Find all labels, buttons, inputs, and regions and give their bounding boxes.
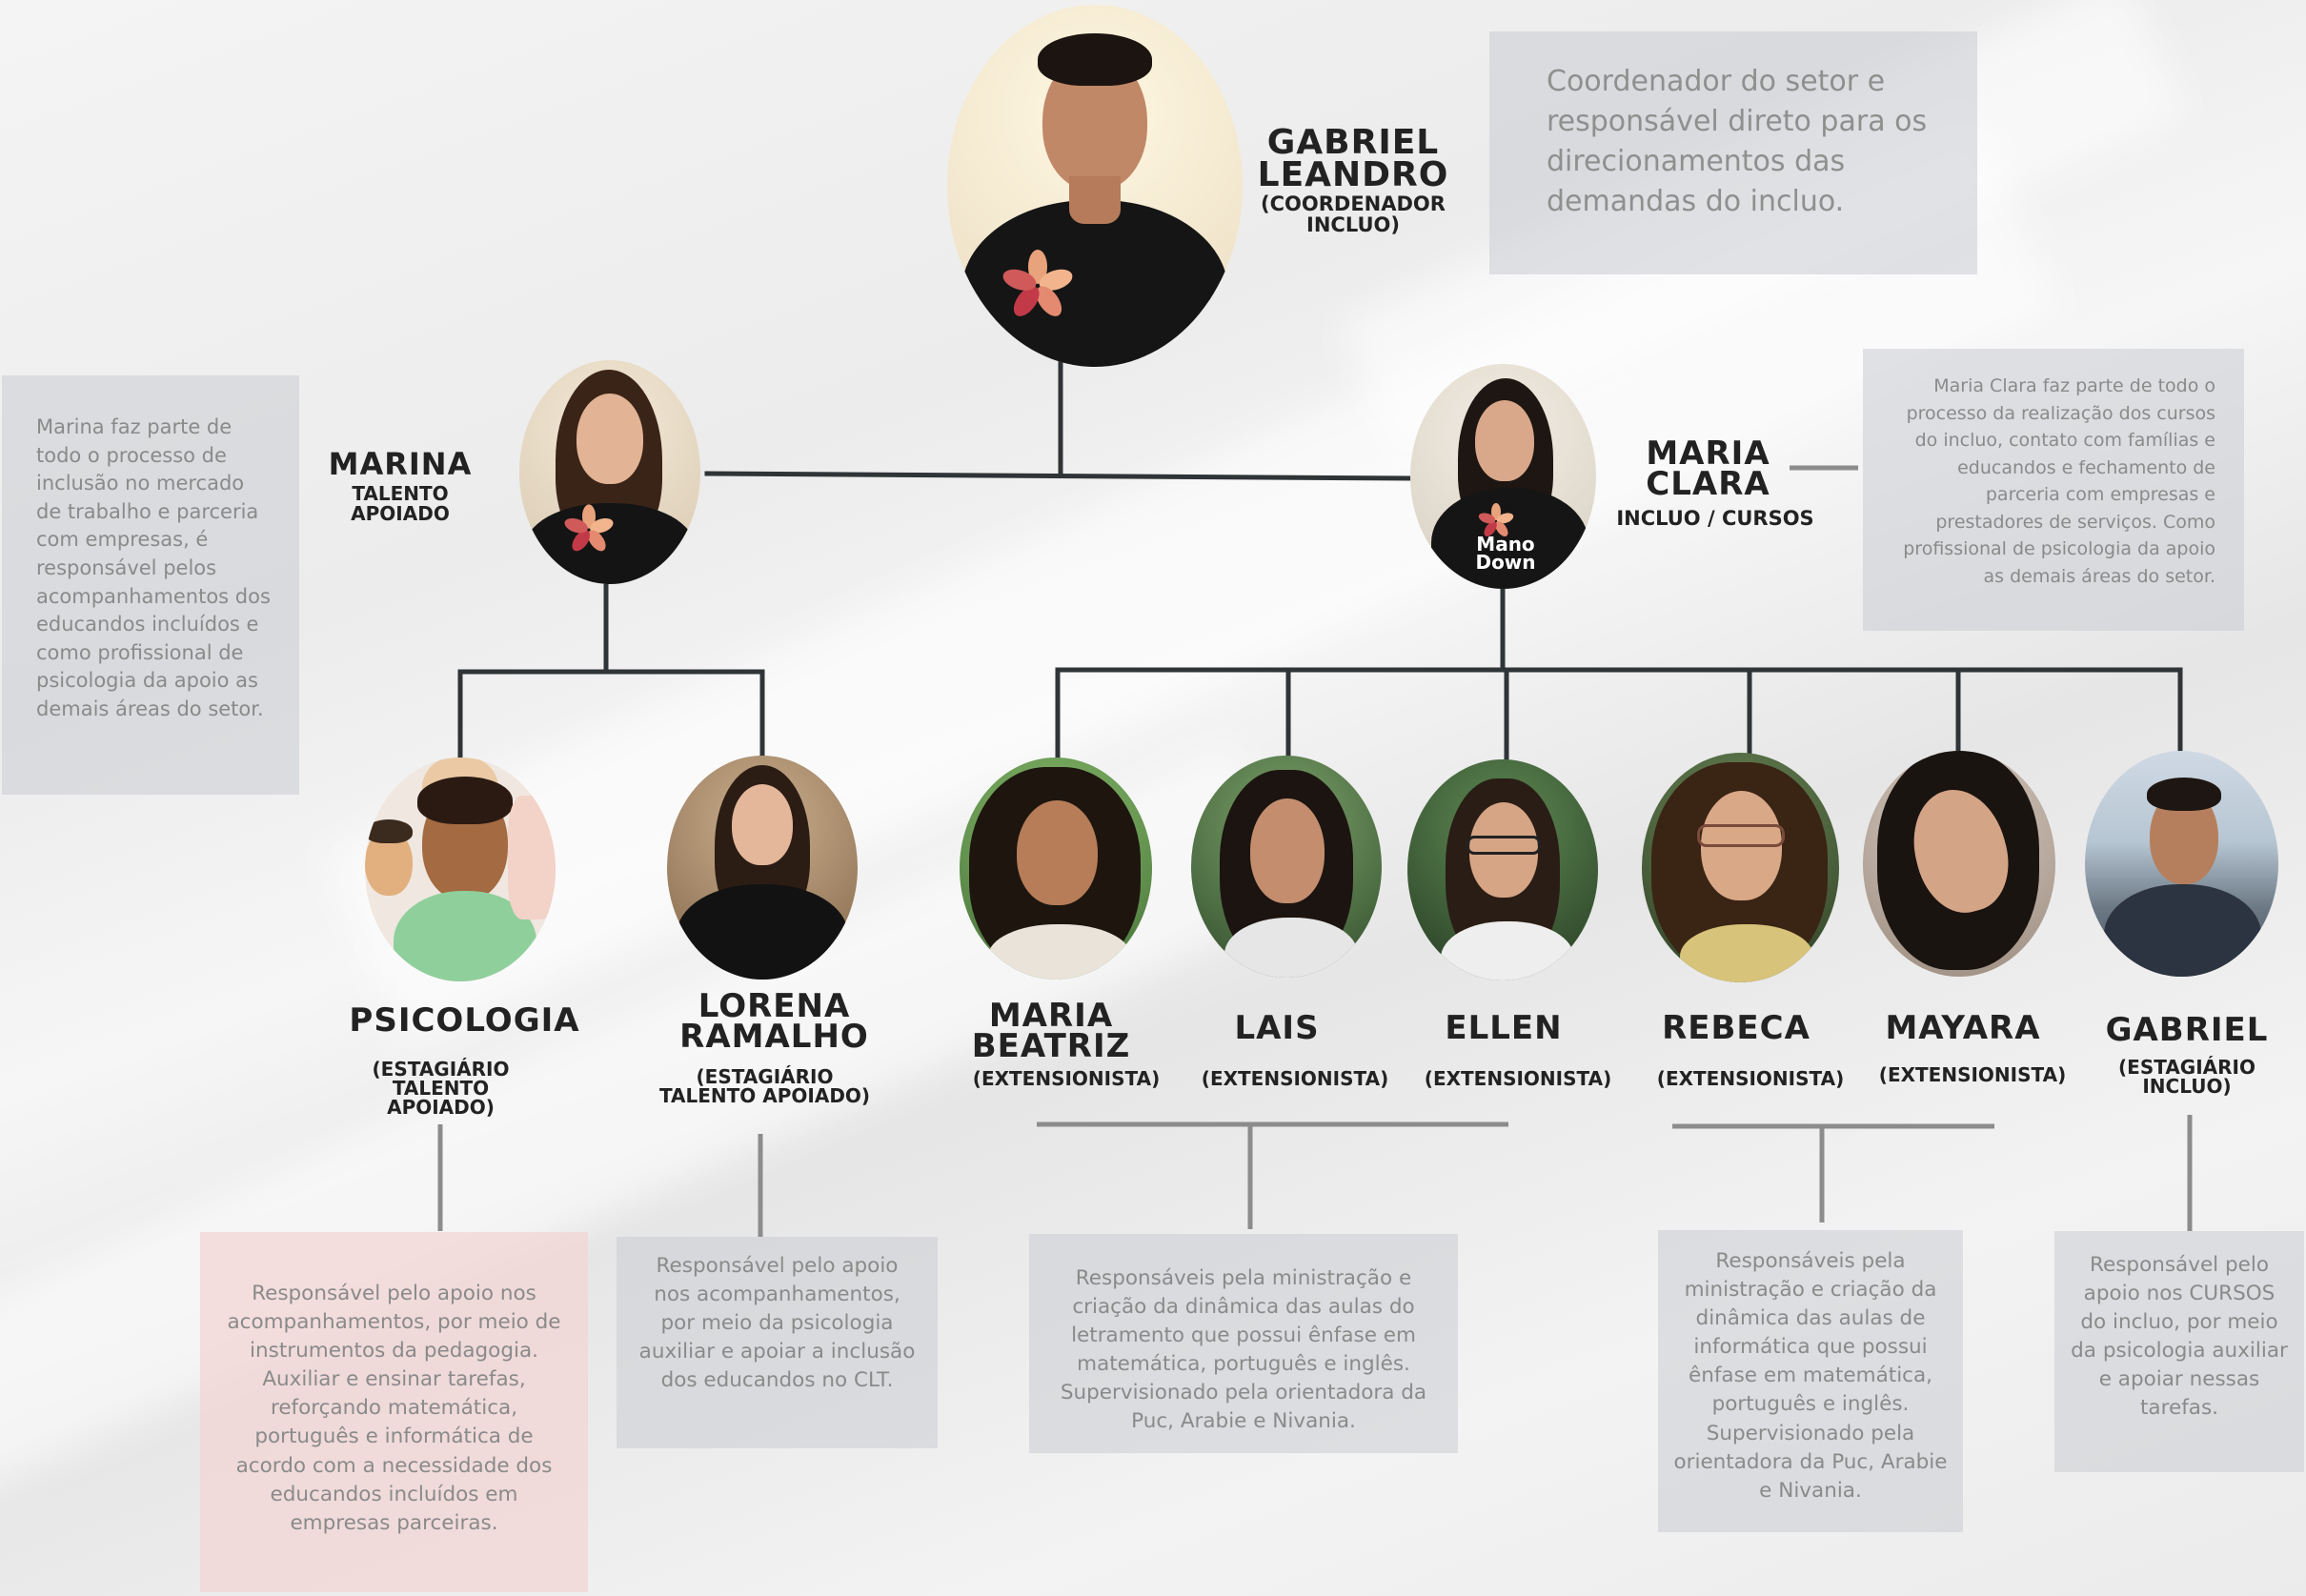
name-psicologia: PSICOLOGIA [349, 1001, 580, 1040]
name-lais: LAIS [1234, 1009, 1320, 1047]
role-lorena: (ESTAGIÁRIO TALENTO APOIADO) [658, 1065, 871, 1107]
photo-marina [519, 360, 700, 584]
desc-coordinator-text: Coordenador do setor e responsável diret… [1547, 65, 1928, 218]
photo-rebeca [1642, 753, 1839, 982]
role-psicologia: (ESTAGIÁRIO TALENTO APOIADO) [372, 1058, 510, 1119]
desc-informatica-text: Responsáveis pela ministração e criação … [1673, 1249, 1948, 1503]
desc-maria-clara: Maria Clara faz parte de todo o processo… [1863, 349, 2244, 631]
name-mayara: MAYARA [1885, 1009, 2041, 1047]
mano-down-logo: Mano Down [1475, 533, 1536, 574]
desc-lorena-text: Responsável pelo apoio nos acompanhament… [638, 1254, 916, 1393]
name-maria-beatriz: MARIA BEATRIZ [971, 997, 1131, 1066]
name-marina: MARINA [328, 446, 473, 482]
photo-gabriel [2085, 751, 2278, 977]
name-gabriel: GABRIEL [2105, 1011, 2269, 1049]
role-gabriel-leandro: (COORDENADOR INCLUO) [1261, 192, 1446, 237]
name-rebeca: REBECA [1662, 1009, 1810, 1047]
desc-maria-clara-text: Maria Clara faz parte de todo o processo… [1903, 375, 2215, 587]
desc-marina: Marina faz parte de todo o processo de i… [2, 375, 299, 795]
desc-lorena: Responsável pelo apoio nos acompanhament… [617, 1237, 938, 1448]
photo-maria-clara: Mano Down [1410, 364, 1596, 589]
desc-marina-text: Marina faz parte de todo o processo de i… [36, 415, 271, 721]
name-gabriel-leandro: GABRIEL LEANDRO [1257, 123, 1449, 195]
desc-letramento-text: Responsáveis pela ministração e criação … [1060, 1266, 1427, 1434]
photo-psicologia [365, 758, 556, 981]
flower-logo-icon [564, 504, 614, 552]
desc-letramento: Responsáveis pela ministração e criação … [1029, 1234, 1458, 1453]
name-maria-clara: MARIA CLARA [1646, 434, 1770, 504]
photo-gabriel-leandro [947, 5, 1243, 367]
desc-psicologia-text: Responsável pelo apoio nos acompanhament… [227, 1282, 561, 1535]
desc-coordinator: Coordenador do setor e responsável diret… [1489, 31, 1977, 274]
role-maria-clara: INCLUO / CURSOS [1616, 507, 1814, 530]
desc-informatica: Responsáveis pela ministração e criação … [1658, 1230, 1963, 1532]
desc-gabriel: Responsável pelo apoio nos CURSOS do inc… [2054, 1231, 2304, 1472]
photo-maria-beatriz [960, 758, 1152, 980]
role-rebeca: (EXTENSIONISTA) [1656, 1067, 1845, 1090]
desc-psicologia: Responsável pelo apoio nos acompanhament… [200, 1232, 588, 1592]
flower-logo-icon [1478, 503, 1514, 536]
photo-lorena [667, 756, 858, 980]
desc-gabriel-text: Responsável pelo apoio nos CURSOS do inc… [2071, 1253, 2288, 1421]
role-ellen: (EXTENSIONISTA) [1424, 1067, 1612, 1090]
role-lais: (EXTENSIONISTA) [1201, 1067, 1389, 1090]
photo-ellen [1407, 759, 1598, 980]
role-marina: TALENTO APOIADO [351, 482, 450, 525]
photo-lais [1191, 756, 1382, 978]
role-gabriel: (ESTAGIÁRIO INCLUO) [2118, 1056, 2255, 1098]
role-mayara: (EXTENSIONISTA) [1878, 1063, 2067, 1086]
role-maria-beatriz: (EXTENSIONISTA) [972, 1067, 1161, 1090]
name-ellen: ELLEN [1445, 1009, 1563, 1047]
flower-logo-icon [1002, 250, 1073, 316]
name-lorena: LORENA RAMALHO [679, 987, 869, 1057]
photo-mayara [1863, 751, 2055, 977]
